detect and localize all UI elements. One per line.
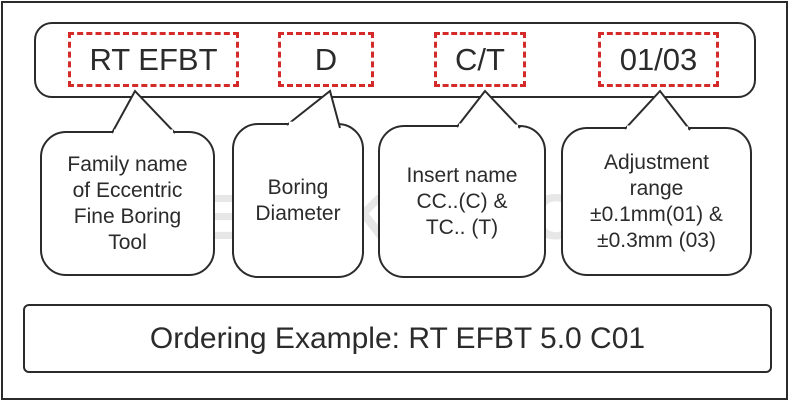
code-segment-adjustment: 01/03 [598,32,719,87]
callout-diameter: Boring Diameter [232,123,364,278]
code-segment-insert: C/T [434,32,526,87]
code-segment-diameter: D [278,32,374,87]
callout-insert: Insert name CC..(C) & TC.. (T) [378,125,546,278]
callout-family: Family name of Eccentric Fine Boring Too… [40,131,215,276]
code-segment-family: RT EFBT [68,32,239,87]
ordering-example: Ordering Example: RT EFBT 5.0 C01 [23,304,772,373]
callout-adjustment: Adjustment range ±0.1mm(01) & ±0.3mm (03… [561,127,752,276]
